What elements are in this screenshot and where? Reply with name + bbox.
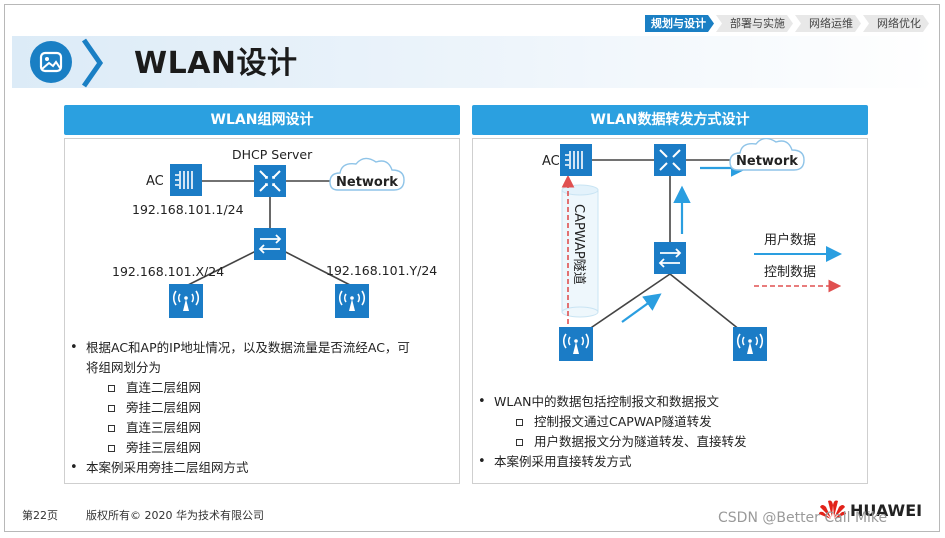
ap-right-icon bbox=[334, 283, 370, 318]
picture-icon bbox=[30, 41, 72, 83]
ap-right-icon bbox=[733, 327, 767, 361]
access-switch-icon bbox=[253, 227, 287, 261]
left-panel-header: WLAN组网设计 bbox=[64, 105, 460, 135]
left-bullet-list: 根据AC和AP的IP地址情况，以及数据流量是否流经AC，可 将组网划分为 直连二… bbox=[68, 338, 456, 478]
right-network-diagram: CAPWAP隧道 AC Network 用户数据 控制数据 bbox=[542, 138, 842, 361]
sub-bullet-item: 直连二层组网 bbox=[68, 378, 456, 398]
sub-bullet-item: 控制报文通过CAPWAP隧道转发 bbox=[476, 412, 864, 432]
stage-deployment[interactable]: 部署与实施 bbox=[716, 15, 793, 32]
stage-optimization[interactable]: 网络优化 bbox=[863, 15, 929, 32]
bullet-item: WLAN中的数据包括控制报文和数据报文 bbox=[476, 392, 864, 412]
ap-left-icon bbox=[168, 283, 204, 318]
ac-ip-label: 192.168.101.1/24 bbox=[132, 202, 244, 217]
sub-bullet-item: 旁挂二层组网 bbox=[68, 398, 456, 418]
ac-device-icon bbox=[560, 144, 592, 176]
access-switch-icon bbox=[654, 242, 686, 274]
copyright-text: 版权所有© 2020 华为技术有限公司 bbox=[86, 509, 264, 522]
dhcp-server-label: DHCP Server bbox=[232, 147, 313, 162]
legend-control-label: 控制数据 bbox=[764, 265, 816, 280]
capwap-tunnel-label: CAPWAP隧道 bbox=[571, 204, 587, 285]
ac-label: AC bbox=[146, 174, 164, 189]
header-band bbox=[12, 36, 936, 88]
stage-planning[interactable]: 规划与设计 bbox=[645, 15, 714, 32]
bullet-item: 根据AC和AP的IP地址情况，以及数据流量是否流经AC，可 将组网划分为 bbox=[68, 338, 456, 378]
ap-right-ip-label: 192.168.101.Y/24 bbox=[326, 263, 437, 278]
ap-left-ip-label: 192.168.101.X/24 bbox=[112, 264, 224, 279]
left-network-diagram: AC DHCP Server Network 192.168.101.1/24 … bbox=[112, 147, 437, 318]
right-bullet-list: WLAN中的数据包括控制报文和数据报文 控制报文通过CAPWAP隧道转发 用户数… bbox=[476, 392, 864, 472]
bullet-item: 本案例采用直接转发方式 bbox=[476, 452, 864, 472]
ap-left-icon bbox=[559, 327, 593, 361]
huawei-logo: HUAWEI bbox=[819, 500, 922, 520]
cloud-icon bbox=[729, 138, 805, 171]
bullet-text: 将组网划分为 bbox=[86, 360, 162, 375]
sub-bullet-item: 直连三层组网 bbox=[68, 418, 456, 438]
watermark: CSDN @Better Call Mike bbox=[718, 510, 888, 526]
core-switch-icon bbox=[253, 164, 287, 198]
ac-device-icon bbox=[169, 163, 203, 197]
legend-user-label: 用户数据 bbox=[764, 232, 816, 248]
bullet-item: 本案例采用旁挂二层组网方式 bbox=[68, 458, 456, 478]
network-label: Network bbox=[736, 154, 798, 169]
sub-bullet-item: 用户数据报文分为隧道转发、直接转发 bbox=[476, 432, 864, 452]
core-switch-icon bbox=[654, 144, 686, 176]
bullet-text: 根据AC和AP的IP地址情况，以及数据流量是否流经AC，可 bbox=[86, 340, 410, 355]
page-title: WLAN设计 bbox=[134, 46, 298, 81]
network-label: Network bbox=[336, 175, 398, 190]
chevron-right-icon bbox=[81, 38, 104, 88]
page-number: 第22页 bbox=[22, 509, 58, 522]
brand-text: HUAWEI bbox=[850, 501, 922, 520]
ac-label: AC bbox=[542, 154, 560, 169]
stage-breadcrumb: 规划与设计 部署与实施 网络运维 网络优化 bbox=[643, 15, 929, 32]
sub-bullet-item: 旁挂三层组网 bbox=[68, 438, 456, 458]
right-panel-header: WLAN数据转发方式设计 bbox=[472, 105, 868, 135]
stage-operation[interactable]: 网络运维 bbox=[795, 15, 861, 32]
